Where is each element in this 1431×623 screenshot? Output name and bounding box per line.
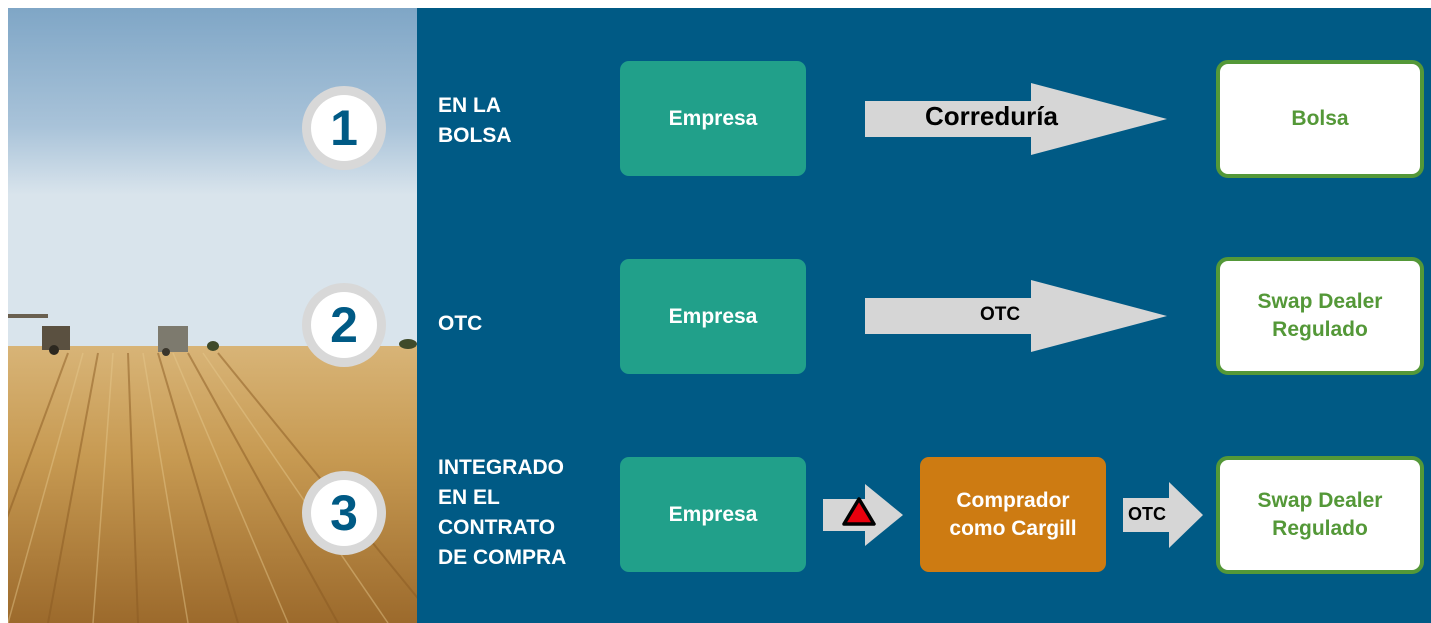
step-number-3: 3: [311, 480, 377, 546]
arrow-3b: [1123, 482, 1203, 548]
arrow-label-3: OTC: [1128, 504, 1166, 524]
target-box-2: Swap Dealer Regulado: [1216, 257, 1424, 375]
intermediary-box: Comprador como Cargill: [920, 457, 1106, 572]
arrow-label-2: OTC: [980, 304, 1021, 325]
row-label-2: OTC: [438, 312, 483, 335]
arrow-1: [865, 83, 1167, 155]
step-badge-1: 1: [302, 86, 386, 170]
arrow-2: [865, 280, 1167, 352]
step-number-2: 2: [311, 292, 377, 358]
target-box-3: Swap Dealer Regulado: [1216, 456, 1424, 574]
source-box-3: Empresa: [620, 457, 806, 572]
step-badge-3: 3: [302, 471, 386, 555]
source-box-1: Empresa: [620, 61, 806, 176]
target-box-1: Bolsa: [1216, 60, 1424, 178]
step-number-1: 1: [311, 95, 377, 161]
arrow-label-1: Correduría: [925, 101, 1058, 131]
row-label-3: INTEGRADO EN EL CONTRATO DE COMPRA: [438, 456, 567, 569]
source-box-2: Empresa: [620, 259, 806, 374]
red-triangle-icon: [842, 497, 876, 526]
row-label-1: EN LA BOLSA: [438, 94, 512, 147]
step-badge-2: 2: [302, 283, 386, 367]
